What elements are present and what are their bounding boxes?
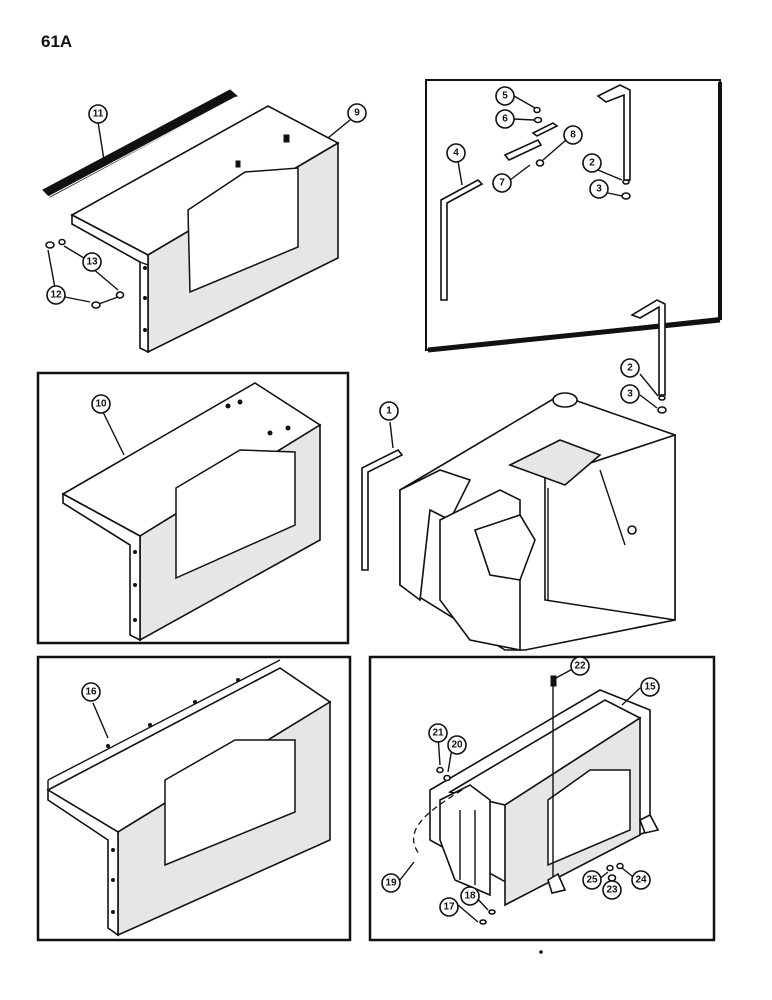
seal-strip-11 [42,89,238,198]
svg-text:8: 8 [570,130,576,141]
callout-13: 13 [82,252,102,272]
callout-12: 12 [46,285,66,305]
strap-kit-box [425,79,722,353]
callout-21: 21 [428,723,448,743]
svg-text:4: 4 [453,148,459,159]
page-number: 61A [41,32,73,51]
svg-text:11: 11 [93,109,104,120]
callout-25: 25 [582,870,602,890]
svg-text:3: 3 [627,389,633,400]
panel-10-box [36,371,350,645]
panel-16-box [36,655,352,942]
callout-10: 10 [91,394,111,414]
callout-17: 17 [439,897,459,917]
callout-7: 7 [492,173,512,193]
callout-3-mid: 3 [620,384,640,404]
tank-assembly-box [368,655,716,942]
svg-text:6: 6 [502,114,508,125]
callout-4: 4 [446,143,466,163]
svg-text:22: 22 [574,661,586,672]
svg-text:13: 13 [86,257,98,268]
svg-text:7: 7 [499,178,505,189]
callout-16: 16 [81,682,101,702]
callout-23: 23 [602,880,622,900]
callout-5: 5 [495,86,515,106]
svg-text:18: 18 [464,891,476,902]
svg-text:2: 2 [589,158,595,169]
svg-text:1: 1 [386,406,392,417]
svg-text:19: 19 [385,878,397,889]
svg-text:25: 25 [586,875,598,886]
svg-text:24: 24 [635,875,647,886]
callout-3-top: 3 [589,179,609,199]
callout-20: 20 [447,735,467,755]
callout-15: 15 [640,677,660,697]
callout-2-top: 2 [582,153,602,173]
callout-22: 22 [570,656,590,676]
fuel-tank [361,299,676,651]
svg-text:9: 9 [354,108,360,119]
svg-text:2: 2 [627,363,633,374]
callout-24: 24 [631,870,651,890]
callout-1: 1 [379,401,399,421]
svg-text:12: 12 [50,290,62,301]
callout-18: 18 [460,886,480,906]
panel-9-window [187,167,299,294]
svg-text:10: 10 [95,399,107,410]
cover-panel-9 [42,89,351,354]
svg-text:15: 15 [644,682,656,693]
callout-2-mid: 2 [620,358,640,378]
callout-19: 19 [381,873,401,893]
svg-text:16: 16 [85,687,97,698]
callout-6: 6 [495,109,515,129]
stray-dot [539,950,543,954]
svg-text:20: 20 [451,740,463,751]
svg-text:17: 17 [443,902,455,913]
callout-9: 9 [347,103,367,123]
callout-11: 11 [88,104,108,124]
svg-text:5: 5 [502,91,508,102]
svg-text:3: 3 [596,184,602,195]
svg-text:21: 21 [432,728,444,739]
callout-8: 8 [563,125,583,145]
svg-text:23: 23 [606,885,618,896]
